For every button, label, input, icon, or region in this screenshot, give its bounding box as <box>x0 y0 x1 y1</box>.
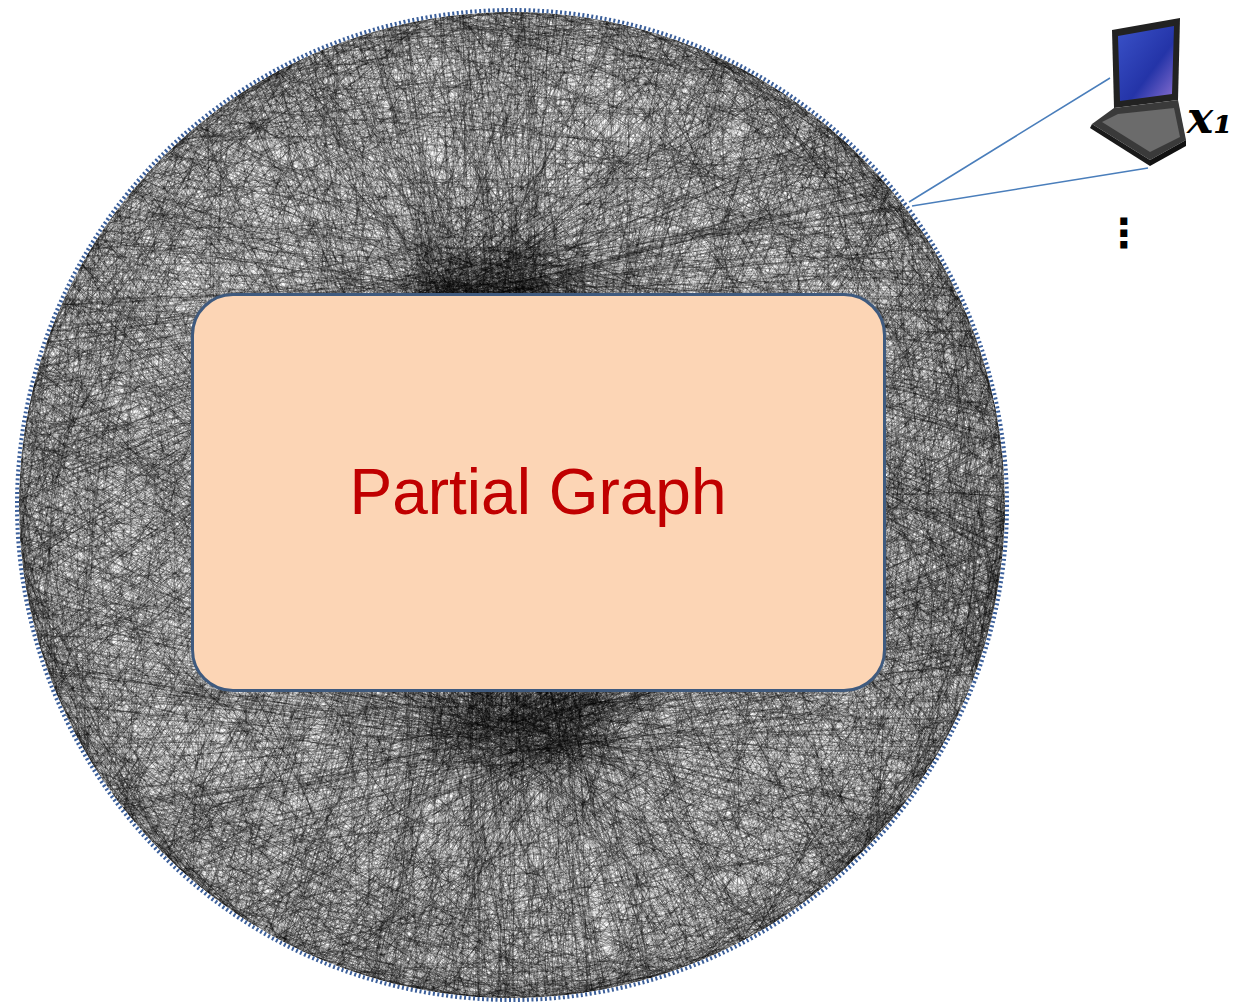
connection-line <box>909 78 1110 202</box>
graph-edges-noise <box>19 12 1005 998</box>
graph-boundary <box>17 10 1007 1000</box>
connection-line <box>912 168 1148 206</box>
ellipsis-mark: ⋮ <box>1104 210 1144 256</box>
box-label: Partial Graph <box>349 455 726 529</box>
graph-edges <box>19 12 1005 998</box>
laptop-icon <box>1090 18 1186 166</box>
variable-label: x₁ <box>1187 92 1233 143</box>
process-box: Partial Graph <box>191 293 886 692</box>
